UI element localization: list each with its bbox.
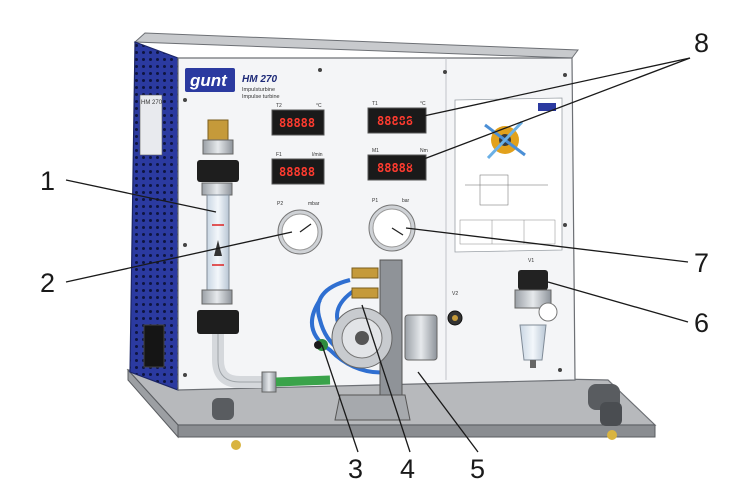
display-t2-value: 88888	[279, 116, 315, 130]
svg-text:F1: F1	[276, 152, 282, 158]
subtitle-de: Impulsturbine	[242, 87, 275, 93]
callout-6: 6	[694, 308, 709, 338]
svg-text:V1: V1	[528, 258, 534, 264]
callout-numbers: 1 2 3 4 5 6 7 8	[40, 28, 709, 484]
leader-lines	[65, 57, 691, 453]
model-title: HM 270	[242, 74, 277, 85]
turbine-assembly	[314, 259, 438, 421]
callout-8: 8	[694, 28, 709, 58]
svg-text:bar: bar	[402, 198, 410, 204]
leader-4	[361, 304, 411, 453]
svg-text:M1: M1	[372, 148, 379, 154]
callout-1: 1	[40, 166, 55, 196]
gauge-p1: P1 bar	[368, 198, 416, 252]
callout-3: 3	[348, 454, 363, 484]
leader-5	[417, 371, 479, 453]
leader-2	[65, 231, 293, 283]
svg-text:°C: °C	[420, 101, 426, 107]
side-label: HM 270	[141, 100, 163, 106]
leader-3	[321, 344, 359, 453]
valve-v2: V2	[447, 291, 463, 326]
flowmeter	[197, 119, 239, 334]
svg-text:T2: T2	[276, 103, 282, 109]
svg-text:P2: P2	[277, 201, 283, 207]
schematic-poster	[454, 97, 563, 253]
callout-5: 5	[470, 454, 485, 484]
svg-text:mbar: mbar	[308, 201, 320, 207]
leader-8a	[395, 57, 691, 123]
display-f1: F1 l/min 88888	[271, 152, 325, 185]
display-m1-value: 88888	[377, 161, 413, 175]
panel-screws	[183, 68, 567, 377]
display-m1: M1 Nm 88888	[367, 148, 428, 181]
filter-regulator-v1: V1	[514, 258, 558, 368]
svg-text:V2: V2	[452, 291, 458, 297]
callout-2: 2	[40, 268, 55, 298]
gunt-logo	[185, 68, 235, 92]
gunt-logo-text: gunt	[189, 71, 228, 90]
leader-6	[547, 281, 689, 323]
gauge-p2: P2 mbar	[277, 201, 323, 255]
callout-4: 4	[400, 454, 415, 484]
leader-7	[405, 227, 689, 263]
svg-text:Nm: Nm	[420, 148, 428, 154]
svg-text:°C: °C	[316, 103, 322, 109]
svg-text:T1: T1	[372, 101, 378, 107]
piping	[212, 278, 401, 393]
side-frame: HM 270	[129, 41, 179, 391]
display-f1-value: 88888	[279, 165, 315, 179]
subtitle-en: Impulse turbine	[242, 94, 280, 100]
callout-7: 7	[694, 248, 709, 278]
display-t1: T1 °C 88888	[367, 101, 427, 134]
brand-header: gunt HM 270 Impulsturbine Impulse turbin…	[185, 68, 280, 100]
leader-1	[65, 179, 217, 213]
leader-8b	[407, 57, 691, 166]
svg-text:P1: P1	[372, 198, 378, 204]
display-t1-value: 88888	[377, 114, 413, 128]
svg-text:l/min: l/min	[312, 152, 323, 158]
top-cap	[133, 32, 579, 59]
display-t2: T2 °C 88888	[271, 103, 325, 136]
